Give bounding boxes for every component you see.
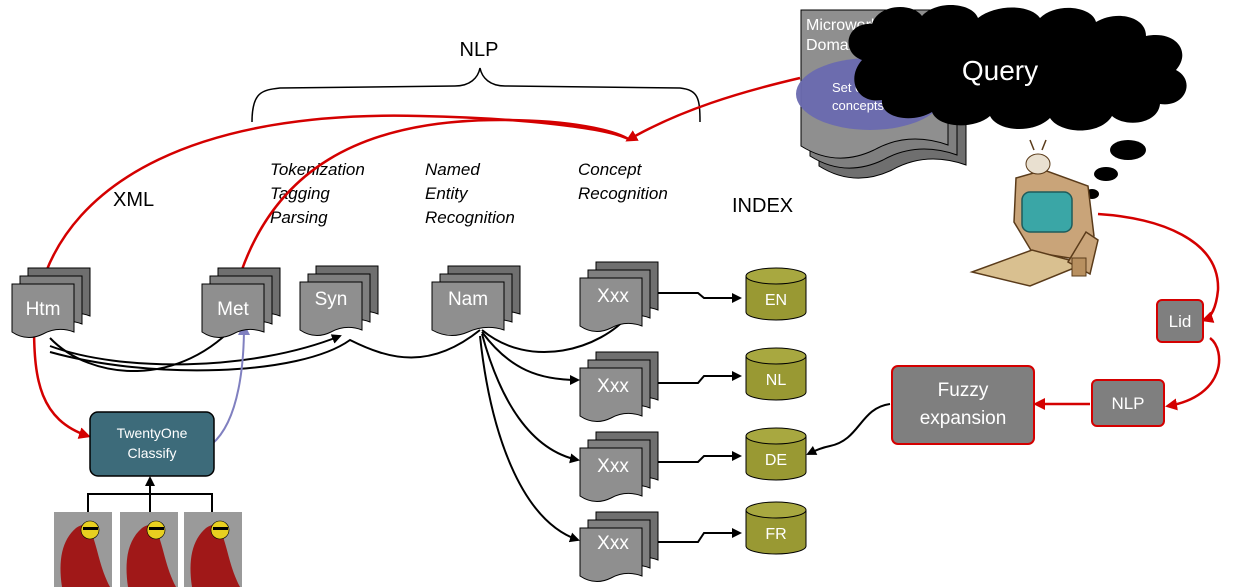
doc-xxx-label: Xxx — [597, 376, 629, 397]
nlp-brace: NLP — [251, 39, 701, 123]
classifier-line1: TwentyOne — [117, 425, 188, 441]
doc-met[interactable]: Met — [201, 267, 281, 338]
nlp-box-label: NLP — [1111, 394, 1144, 413]
index-fr[interactable]: FR — [745, 501, 807, 555]
stage-recognition: Recognition — [425, 208, 515, 227]
doc-nam-label: Nam — [448, 289, 488, 310]
stage-concept: Concept — [578, 160, 643, 179]
query-cloud: Query — [848, 4, 1187, 199]
stage-parsing: Parsing — [270, 208, 328, 227]
index-fr-label: FR — [765, 526, 786, 543]
doc-met-label: Met — [217, 299, 249, 320]
doc-nam[interactable]: Nam — [431, 265, 521, 336]
doc-syn-label: Syn — [315, 289, 348, 310]
doc-htm-label: Htm — [26, 299, 61, 320]
index-de-label: DE — [765, 452, 787, 469]
query-label: Query — [962, 55, 1038, 86]
doc-xxx-label: Xxx — [597, 533, 629, 554]
twentyone-classify-box[interactable]: TwentyOne Classify — [89, 411, 215, 477]
mascot-image — [54, 512, 112, 587]
mascot-images — [54, 512, 242, 587]
xml-label: XML — [113, 189, 154, 211]
doc-xxx-en[interactable]: Xxx — [579, 261, 659, 332]
mascot-image — [120, 512, 178, 587]
doc-xxx-label: Xxx — [597, 286, 629, 307]
stage-concept-recognition: Recognition — [578, 184, 668, 203]
fuzzy-expansion-box[interactable]: Fuzzy expansion — [891, 365, 1035, 445]
stage-tokenization: Tokenization — [270, 160, 365, 179]
domain-label: Domain — [806, 37, 861, 54]
index-nl[interactable]: NL — [745, 347, 807, 401]
concepts-label-2: concepts — [832, 98, 885, 113]
index-de[interactable]: DE — [745, 427, 807, 481]
lid-label: Lid — [1169, 312, 1192, 331]
index-en-label: EN — [765, 292, 787, 309]
fuzzy-line2: expansion — [920, 408, 1007, 429]
nlp-box[interactable]: NLP — [1091, 379, 1165, 427]
doc-htm[interactable]: Htm — [11, 267, 91, 338]
mascot-image — [184, 512, 242, 587]
classify-to-met-arrow — [211, 323, 250, 445]
doc-xxx-label: Xxx — [597, 456, 629, 477]
nlp-brace-label: NLP — [460, 39, 499, 61]
fuzzy-line1: Fuzzy — [938, 380, 989, 401]
doc-xxx-nl[interactable]: Xxx — [579, 351, 659, 422]
red-links — [32, 76, 1221, 439]
stage-tagging: Tagging — [270, 184, 330, 203]
lid-box[interactable]: Lid — [1156, 299, 1204, 343]
index-nl-label: NL — [766, 372, 787, 389]
user-computer-figure — [969, 139, 1099, 287]
stage-entity: Entity — [425, 184, 469, 203]
doc-xxx-fr[interactable]: Xxx — [579, 511, 659, 582]
doc-syn[interactable]: Syn — [299, 265, 379, 336]
black-wires — [49, 292, 891, 543]
doc-xxx-de[interactable]: Xxx — [579, 431, 659, 502]
classifier-line2: Classify — [127, 445, 176, 461]
index-label: INDEX — [732, 195, 793, 217]
index-en[interactable]: EN — [745, 267, 807, 321]
stage-named: Named — [425, 160, 480, 179]
